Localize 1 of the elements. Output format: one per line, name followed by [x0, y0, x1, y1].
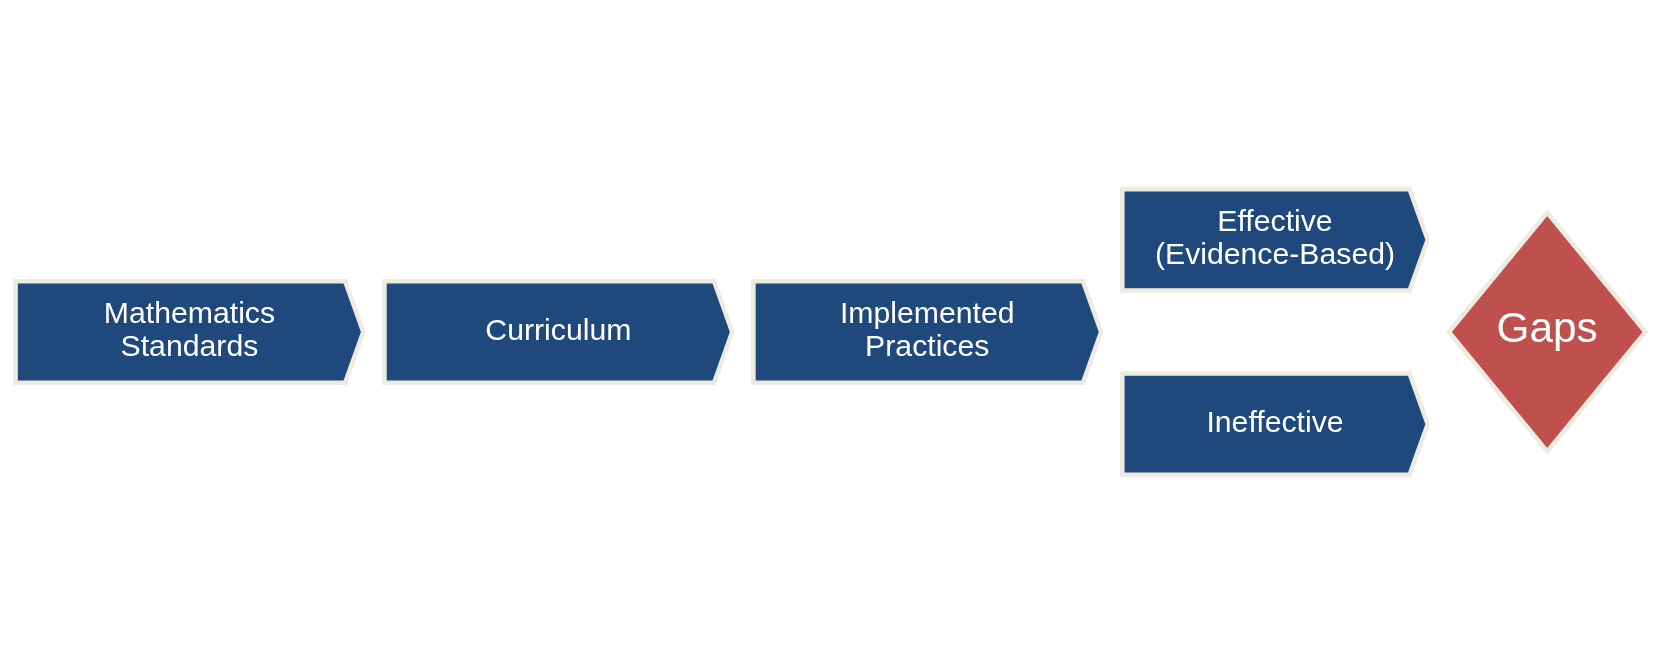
node-diamond: Gaps [1445, 209, 1649, 455]
